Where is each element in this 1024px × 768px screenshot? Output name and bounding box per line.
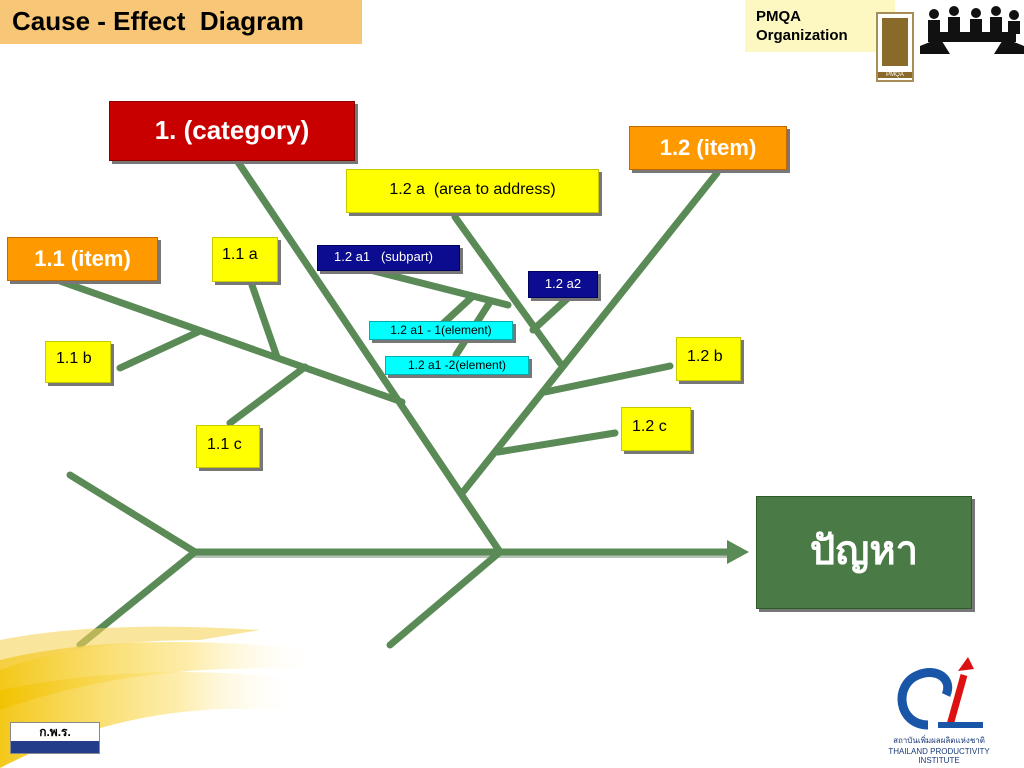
- org-label-line1: PMQA: [756, 8, 801, 25]
- item-1-1-bone: [53, 276, 406, 406]
- rib-1-1-a: [248, 281, 281, 361]
- rib-1-2-a: [451, 213, 564, 367]
- org-label: PMQA Organization: [756, 7, 876, 45]
- cause-1-2-c-box: 1.2 c: [621, 407, 691, 451]
- tail-upper: [66, 471, 199, 556]
- slide-title: Cause - Effect Diagram: [12, 6, 304, 36]
- item-1-2-bone: [459, 169, 721, 496]
- tpi-logo-text: สถาบันเพิ่มผลผลิตแห่งชาติ THAILAND PRODU…: [888, 736, 990, 765]
- cause-1-2-b-box: 1.2 b: [676, 337, 741, 381]
- cause-1-2-a1-box: 1.2 a1 (subpart): [317, 245, 460, 271]
- cause-1-2-a-box: 1.2 a (area to address): [346, 169, 599, 213]
- pmqa-emblem-icon: PMQA: [876, 12, 914, 82]
- org-label-line2: Organization: [756, 27, 848, 44]
- rib-1-2-b: [541, 362, 674, 396]
- effect-box: ปัญหา: [756, 496, 972, 609]
- cause-1-2-a1-2-box: 1.2 a1 -2(element): [385, 356, 529, 375]
- rib-1-2-c: [494, 429, 619, 456]
- emblem-text: PMQA: [878, 72, 912, 78]
- tpi-logo-icon: [897, 657, 983, 730]
- golden-swoosh: [0, 626, 320, 768]
- spine-arrow-head: [727, 540, 749, 564]
- head-lower-rib: [386, 548, 504, 649]
- cause-1-2-a1-1-box: 1.2 a1 - 1(element): [369, 321, 513, 340]
- cause-1-2-a2-box: 1.2 a2: [528, 271, 598, 298]
- rib-1-2-a2: [529, 294, 572, 334]
- title-bar: [0, 0, 362, 44]
- kpr-logo-text: ก.พ.ร.: [39, 725, 71, 739]
- cause-1-1-c-box: 1.1 c: [196, 425, 260, 468]
- kpr-logo: ก.พ.ร.: [10, 722, 100, 754]
- rib-1-1-c: [226, 363, 309, 427]
- item-1-1-box: 1.1 (item): [7, 237, 158, 281]
- rib-1-1-b: [116, 328, 202, 372]
- org-label-box: [745, 0, 895, 52]
- category-bone: [234, 158, 504, 556]
- rib-1-2-a1: [366, 266, 512, 309]
- item-1-2-box: 1.2 (item): [629, 126, 787, 170]
- category-box: 1. (category): [109, 101, 355, 161]
- cause-1-1-b-box: 1.1 b: [45, 341, 111, 383]
- meeting-people-icon: [920, 2, 1024, 54]
- cause-1-1-a-box: 1.1 a: [212, 237, 278, 282]
